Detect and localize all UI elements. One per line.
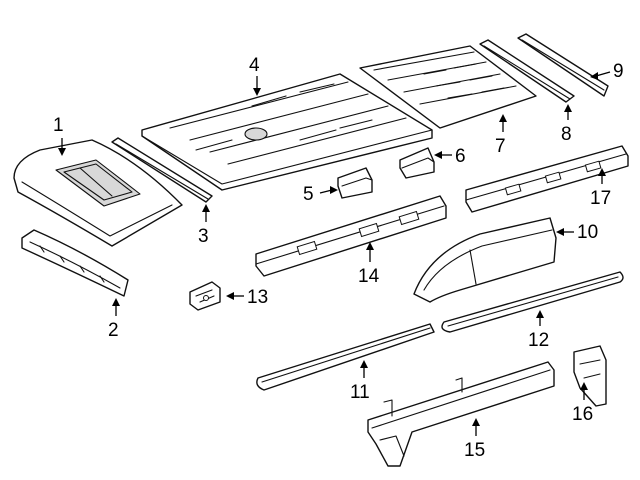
callout-7: 7 bbox=[495, 136, 506, 157]
arrowhead-9 bbox=[590, 72, 598, 80]
callout-2: 2 bbox=[108, 320, 119, 341]
part-11-lower-rocker bbox=[256, 323, 435, 391]
arrowhead-13 bbox=[226, 292, 234, 300]
arrowhead-15 bbox=[472, 418, 480, 426]
callout-3: 3 bbox=[198, 226, 209, 247]
part-12-upper-rocker bbox=[441, 271, 624, 333]
arrowhead-3 bbox=[202, 204, 210, 212]
part-2-front-header bbox=[21, 229, 129, 297]
arrowhead-10 bbox=[556, 228, 564, 236]
callout-17: 17 bbox=[590, 188, 611, 209]
callout-6: 6 bbox=[455, 146, 466, 167]
arrowhead-8 bbox=[564, 104, 572, 112]
leader-lines bbox=[58, 71, 611, 436]
callout-16: 16 bbox=[572, 404, 593, 425]
arrowhead-5 bbox=[330, 186, 338, 194]
part-14-side-rail bbox=[255, 195, 447, 277]
leader-9 bbox=[595, 71, 611, 77]
part-7-rear-roof bbox=[359, 45, 537, 129]
callout-12: 12 bbox=[528, 330, 549, 351]
part-13-bracket bbox=[189, 281, 221, 311]
callout-9: 9 bbox=[613, 61, 624, 82]
arrowhead-1 bbox=[58, 148, 66, 156]
part-1-roof-panel bbox=[13, 139, 183, 247]
callout-8: 8 bbox=[561, 124, 572, 145]
callout-15: 15 bbox=[464, 440, 485, 461]
arrowhead-4 bbox=[253, 88, 261, 96]
arrowhead-14 bbox=[366, 242, 374, 250]
arrowhead-6 bbox=[434, 151, 442, 159]
callout-1: 1 bbox=[53, 115, 64, 136]
part-15-side-frame bbox=[367, 361, 555, 467]
arrowhead-16 bbox=[580, 382, 588, 390]
arrowhead-11 bbox=[360, 360, 368, 368]
part-4-main-roof bbox=[141, 73, 433, 191]
arrowhead-7 bbox=[499, 114, 507, 122]
arrowhead-17 bbox=[598, 168, 606, 176]
part-16-corner-pillar bbox=[573, 345, 607, 407]
part-5-bracket bbox=[337, 167, 373, 199]
part-10-arch-panel bbox=[413, 217, 557, 303]
arrowhead-12 bbox=[536, 310, 544, 318]
part-3-roof-strip bbox=[111, 137, 213, 203]
part-17-rear-rail bbox=[465, 145, 629, 213]
part-8-rear-strip bbox=[479, 39, 575, 103]
callout-14: 14 bbox=[358, 266, 380, 287]
callout-13: 13 bbox=[247, 287, 268, 308]
callout-11: 11 bbox=[350, 382, 370, 403]
arrowhead-2 bbox=[112, 298, 120, 306]
part-9-rear-header bbox=[517, 33, 609, 97]
part-6-bracket bbox=[399, 147, 435, 179]
callout-5: 5 bbox=[303, 184, 314, 205]
callout-labels: 1 2 3 4 5 6 7 8 9 10 11 12 13 14 15 16 1… bbox=[53, 55, 624, 461]
callout-4: 4 bbox=[249, 55, 260, 76]
callout-10: 10 bbox=[577, 222, 598, 243]
